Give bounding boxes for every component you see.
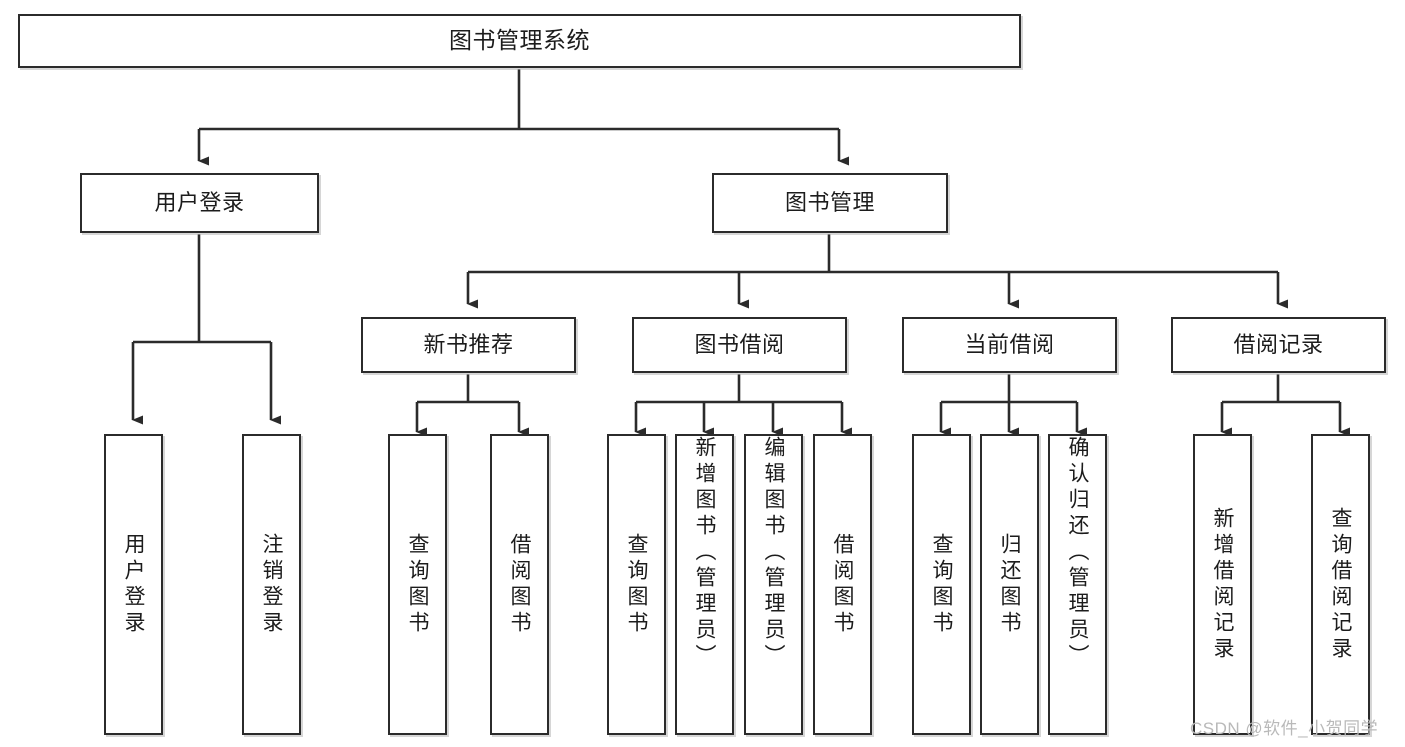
node-book-borrow[interactable]: 图书借阅 (632, 317, 847, 373)
node-label: 查询图书 (930, 532, 953, 637)
node-label: 查询借阅记录 (1329, 506, 1352, 663)
leaf-query-borrow-record[interactable]: 查询借阅记录 (1311, 434, 1370, 735)
connector-group-book-management (466, 234, 1288, 309)
node-user-login[interactable]: 用户登录 (80, 173, 319, 233)
leaf-query-book-current[interactable]: 查询图书 (912, 434, 971, 735)
node-label: 图书管理系统 (449, 27, 590, 54)
node-label: 当前借阅 (964, 331, 1055, 357)
node-label: 借阅图书 (831, 532, 854, 637)
connector-group-borrow-record (1220, 374, 1350, 437)
leaf-borrow-book[interactable]: 借阅图书 (813, 434, 872, 735)
node-label: 查询图书 (406, 532, 429, 637)
node-label: 用户登录 (122, 532, 145, 637)
node-label: 归还图书 (998, 532, 1021, 637)
connector-group-book-borrow (634, 374, 852, 437)
node-label: 新书推荐 (423, 331, 514, 357)
node-label: 新增借阅记录 (1211, 506, 1234, 663)
connector-group-new-book-recommend (415, 374, 529, 437)
node-label: 新增图书（管理员） (693, 436, 716, 670)
node-new-book-recommend[interactable]: 新书推荐 (361, 317, 576, 373)
leaf-logout-login[interactable]: 注销登录 (242, 434, 301, 735)
node-label: 注销登录 (260, 532, 283, 637)
leaf-borrow-book-recommend[interactable]: 借阅图书 (490, 434, 549, 735)
connector-group-root (197, 69, 849, 166)
leaf-user-login[interactable]: 用户登录 (104, 434, 163, 735)
leaf-query-book-borrow[interactable]: 查询图书 (607, 434, 666, 735)
leaf-add-borrow-record[interactable]: 新增借阅记录 (1193, 434, 1252, 735)
node-label: 查询图书 (625, 532, 648, 637)
connector-group-current-borrow (939, 374, 1087, 437)
node-label: 借阅记录 (1233, 331, 1324, 357)
leaf-return-book[interactable]: 归还图书 (980, 434, 1039, 735)
node-current-borrow[interactable]: 当前借阅 (902, 317, 1117, 373)
node-label: 图书借阅 (694, 331, 785, 357)
leaf-confirm-return-admin[interactable]: 确认归还（管理员） (1048, 434, 1107, 735)
leaf-query-book-recommend[interactable]: 查询图书 (388, 434, 447, 735)
node-borrow-record[interactable]: 借阅记录 (1171, 317, 1386, 373)
node-book-management[interactable]: 图书管理 (712, 173, 948, 233)
node-label: 确认归还（管理员） (1066, 436, 1089, 670)
node-label: 图书管理 (784, 189, 875, 215)
node-root-system[interactable]: 图书管理系统 (18, 14, 1021, 68)
node-label: 借阅图书 (508, 532, 531, 637)
node-label: 编辑图书（管理员） (762, 436, 785, 670)
connector-group-user-login (131, 234, 281, 425)
leaf-edit-book-admin[interactable]: 编辑图书（管理员） (744, 434, 803, 735)
leaf-add-book-admin[interactable]: 新增图书（管理员） (675, 434, 734, 735)
node-label: 用户登录 (154, 189, 245, 215)
